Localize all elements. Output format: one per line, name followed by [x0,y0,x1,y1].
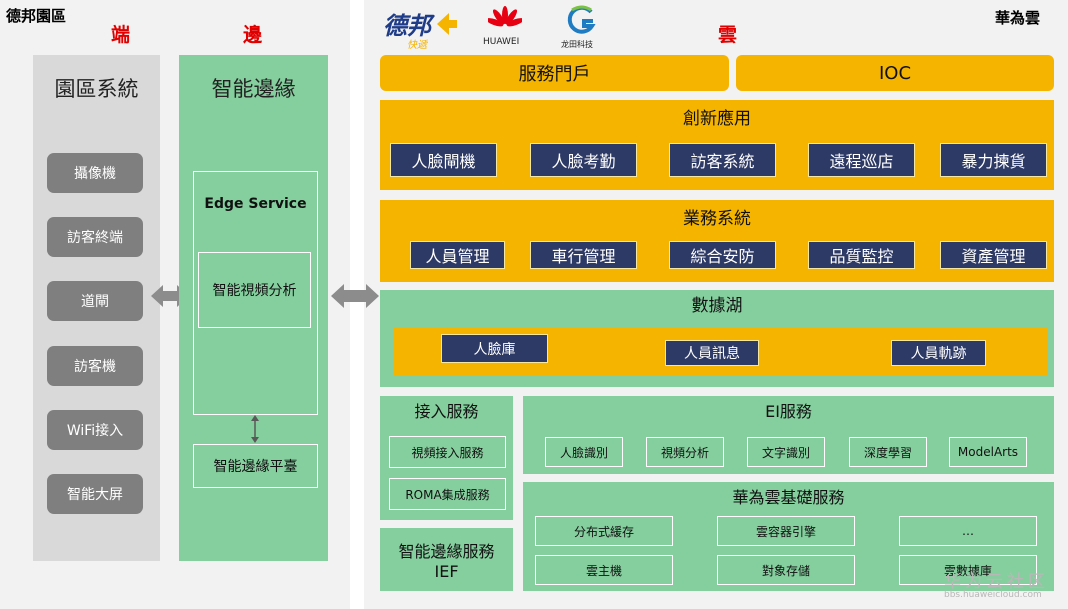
deep-learning-service: 深度學習 [849,437,927,467]
edge-service-box [193,171,318,415]
huawei-logo: HUAWEI [482,6,528,50]
face-recognition-service: 人臉識別 [545,437,623,467]
text-recognition-service: 文字識別 [747,437,825,467]
personnel-management: 人員管理 [410,241,505,269]
label-yun: 雲 [718,24,738,46]
video-access-service: 視頻接入服務 [389,436,506,468]
object-storage-service: 對象存儲 [717,555,855,585]
roma-integration-service: ROMA集成服務 [389,478,506,510]
ief-line1: 智能邊緣服務 [398,542,495,561]
edge-column [179,55,328,561]
label-duan: 端 [111,24,131,46]
ei-services-title: EI服務 [765,402,812,421]
label-bian: 邊 [243,24,263,46]
video-analysis-box: 智能視頻分析 [198,252,311,328]
base-services-title: 華為雲基礎服務 [732,488,845,507]
longtian-logo: 龙田科技 [558,4,602,50]
distributed-cache-service: 分布式緩存 [535,516,673,546]
wifi-access-item: WiFi接入 [47,410,143,450]
barrier-gate-item: 道閘 [47,281,143,321]
cloud-database-service: 雲數據庫 [899,555,1037,585]
innovation-title: 創新應用 [683,108,751,129]
deppon-logo: 德邦 快遞 [383,6,461,51]
video-analysis-service: 視頻分析 [646,437,724,467]
business-title: 業務系統 [683,208,751,229]
camera-item: 攝像機 [47,153,143,193]
face-library: 人臉庫 [441,334,548,363]
quality-monitoring: 品質監控 [808,241,915,269]
cloud-host-service: 雲主機 [535,555,673,585]
personnel-info: 人員訊息 [665,340,759,366]
smart-screen-item: 智能大屏 [47,474,143,514]
ief-line2: IEF [434,562,459,581]
integrated-security: 綜合安防 [669,241,776,269]
base-services-layer [523,482,1054,591]
more-services-ellipsis: … [899,516,1037,546]
ei-services-layer [523,396,1054,474]
access-services-layer [380,396,513,520]
edge-title: 智能邊緣 [211,77,296,101]
visitor-terminal-item: 訪客終端 [47,217,143,257]
vertical-arrow-icon [251,415,259,443]
watermark-text: 华为云社区 [944,572,1049,592]
vehicle-management: 車行管理 [530,241,637,269]
visitor-system-app: 訪客系統 [669,143,776,177]
ioc-box: IOC [736,55,1054,91]
personnel-trajectory: 人員軌跡 [891,340,986,366]
face-attendance-app: 人臉考勤 [530,143,637,177]
visitor-machine-item: 訪客機 [47,346,143,386]
cloud-container-engine: 雲容器引擎 [717,516,855,546]
ief-layer: 智能邊緣服務 IEF [380,528,513,591]
face-gate-app: 人臉閘機 [390,143,497,177]
cloud-title: 華為雲 [995,9,1041,27]
edge-platform-box: 智能邊緣平臺 [193,444,318,488]
watermark-url: bbs.huaweicloud.com [944,590,1042,600]
double-arrow-icon [331,284,379,308]
datalake-title: 數據湖 [691,295,743,316]
access-services-title: 接入服務 [414,402,479,421]
asset-management: 資產管理 [940,241,1047,269]
remote-patrol-app: 遠程巡店 [808,143,915,177]
service-portal-box: 服務門戶 [380,55,729,91]
park-system-title: 園區系統 [54,77,139,101]
modelarts-service: ModelArts [949,437,1027,467]
violent-picking-app: 暴力揀貨 [940,143,1047,177]
park-title: 德邦園區 [6,7,67,25]
edge-service-label: Edge Service [204,196,307,212]
